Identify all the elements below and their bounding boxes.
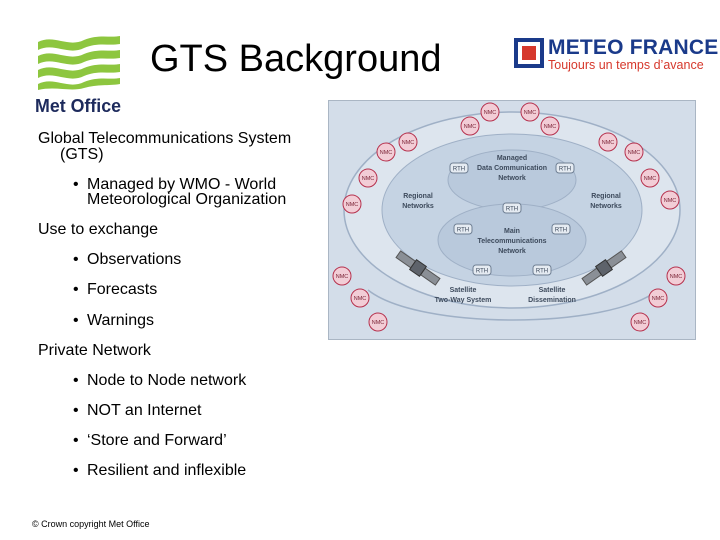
list-item: •Managed by WMO - World	[73, 176, 277, 193]
nmc-label: NMC	[628, 150, 641, 156]
bullet-icon: •	[73, 372, 79, 389]
met-office-logo-icon: Met Office	[35, 36, 121, 116]
sat-left-label-1: Satellite	[450, 287, 477, 294]
rth-node	[555, 162, 575, 174]
regional-left-label-2: Networks	[402, 203, 434, 210]
nmc-label: NMC	[544, 124, 557, 130]
rth-node	[453, 223, 473, 235]
nmc-node	[520, 102, 540, 122]
nmc-node	[666, 266, 686, 286]
rth-label: RTH	[457, 228, 469, 234]
bullet-icon: •	[73, 281, 79, 298]
rth-label: RTH	[555, 228, 567, 234]
met-office-logo-text: Met Office	[35, 96, 121, 116]
rth-node	[472, 264, 492, 276]
nmc-label: NMC	[380, 150, 393, 156]
nmc-node	[660, 190, 680, 210]
main-label-3: Network	[498, 248, 526, 255]
meteo-france-emblem-icon	[514, 38, 544, 68]
list-item: •Warnings	[73, 312, 154, 329]
list-item: •Forecasts	[73, 281, 158, 298]
rth-node	[449, 162, 469, 174]
sat-right-label-1: Satellite	[539, 287, 566, 294]
nmc-label: NMC	[634, 320, 647, 326]
meteo-france-tagline: Toujours un temps d’avance	[548, 58, 704, 72]
nmc-label: NMC	[372, 320, 385, 326]
section-heading: Use to exchange	[38, 221, 159, 238]
nmc-label: NMC	[652, 296, 665, 302]
nmc-label: NMC	[402, 140, 415, 146]
rth-node	[551, 223, 571, 235]
nmc-node	[480, 102, 500, 122]
bullet-icon: •	[73, 402, 79, 419]
rth-label: RTH	[506, 207, 518, 213]
gts-network-diagram: Managed Data Communication Network Regio…	[328, 100, 696, 340]
nmc-node	[460, 116, 480, 136]
nmc-node	[332, 266, 352, 286]
list-item: •Resilient and inflexible	[73, 462, 247, 479]
regional-right-label-2: Networks	[590, 203, 622, 210]
nmc-label: NMC	[602, 140, 615, 146]
nmc-node	[368, 312, 388, 332]
nmc-label: NMC	[670, 274, 683, 280]
nmc-label: NMC	[362, 176, 375, 182]
nmc-node	[630, 312, 650, 332]
nmc-node	[640, 168, 660, 188]
nmc-label: NMC	[354, 296, 367, 302]
nmc-node	[648, 288, 668, 308]
nmc-node	[398, 132, 418, 152]
list-item: •Observations	[73, 251, 182, 268]
bullet-icon: •	[73, 462, 79, 479]
nmc-label: NMC	[484, 110, 497, 116]
satellite-arc	[367, 289, 659, 321]
nmc-label: NMC	[644, 176, 657, 182]
nmc-node	[350, 288, 370, 308]
nmc-node	[540, 116, 560, 136]
rth-label: RTH	[476, 269, 488, 275]
list-item: •‘Store and Forward’	[73, 432, 227, 449]
nmc-node	[376, 142, 396, 162]
meteo-france-logo: METEO FRANCE Toujours un temps d’avance	[514, 36, 718, 74]
nmc-node	[624, 142, 644, 162]
main-label-2: Telecommunications	[477, 238, 546, 245]
bullet-icon: •	[73, 312, 79, 329]
gts-heading-line-1: Global Telecommunications System	[38, 130, 292, 147]
main-label-1: Main	[504, 228, 520, 235]
bullet-icon: •	[73, 176, 79, 193]
nmc-label: NMC	[464, 124, 477, 130]
nmc-label: NMC	[524, 110, 537, 116]
meteo-france-name: METEO FRANCE	[548, 36, 719, 59]
satellite-left-icon	[395, 250, 441, 286]
list-item-continuation: Meteorological Organization	[87, 191, 287, 208]
rth-label: RTH	[453, 167, 465, 173]
regional-left-label-1: Regional	[403, 193, 433, 200]
section-heading: Private Network	[38, 342, 151, 359]
rth-label: RTH	[559, 167, 571, 173]
footer-copyright: © Crown copyright Met Office	[32, 519, 150, 529]
managed-label-1: Managed	[497, 155, 527, 162]
nmc-label: NMC	[336, 274, 349, 280]
bullet-icon: •	[73, 432, 79, 449]
managed-label-3: Network	[498, 175, 526, 182]
list-item: •NOT an Internet	[73, 402, 202, 419]
managed-label-2: Data Communication	[477, 165, 547, 172]
bullet-icon: •	[73, 251, 79, 268]
sat-right-label-2: Dissemination	[528, 297, 576, 304]
rth-label: RTH	[536, 269, 548, 275]
list-item: •Node to Node network	[73, 372, 247, 389]
nmc-node	[342, 194, 362, 214]
nmc-label: NMC	[346, 202, 359, 208]
sat-left-label-2: Two-Way System	[435, 297, 492, 304]
rth-node	[502, 202, 522, 214]
nmc-label: NMC	[664, 198, 677, 204]
page-title: GTS Background	[150, 38, 442, 80]
nmc-node	[598, 132, 618, 152]
regional-right-label-1: Regional	[591, 193, 621, 200]
nmc-node	[358, 168, 378, 188]
rth-node	[532, 264, 552, 276]
satellite-right-icon	[581, 250, 627, 286]
gts-heading-line-2: (GTS)	[60, 146, 104, 163]
